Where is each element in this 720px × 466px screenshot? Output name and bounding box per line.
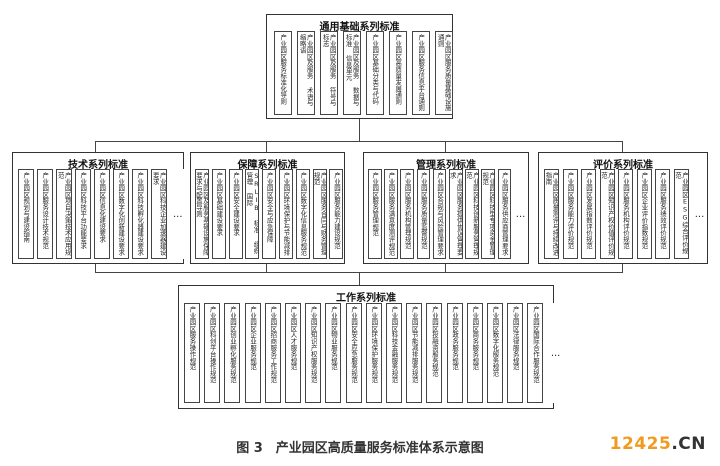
standard-item: 产业园区国际合作服务规范 [527,303,544,403]
figure-caption: 图 3 产业园区高质量服务标准体系示意图 [236,441,484,456]
standard-item: 产业园区科技孵化器建设要求 [132,169,148,259]
standard-item: 产业园区及服务 数据与标准 信息单元 [343,31,361,115]
connector-management-down [445,264,446,273]
standard-item: 产业园区法律服务规范 [507,303,524,403]
connector-evaluation [622,141,623,152]
connector-work [359,272,360,285]
standard-item: 产业园区科技型专项资金管理规范 [481,169,495,259]
standard-item: 产业园区服务满意度测评规范 [384,169,398,259]
standard-item: 产业园区投融资服务规范 [426,303,443,403]
group-title-management: 管理系列标准 [416,160,476,171]
more-items-ellipsis: ... [692,169,707,259]
standard-item: 产业园区节能减排服务规范 [406,303,423,403]
group-general-foundation: 通用基础系列标准 产业园区服务标准化导则产业园区及服务 术语与缩略语产业园区及服… [266,14,453,119]
standard-item: 产业园区数字化服务规范 [487,303,503,403]
standard-item: 产业园区服务提供协议管理要求 [449,169,463,259]
standard-item: 产业园区质量测评与持续改进指南 [544,169,559,259]
standard-item: 产业园区基础建设要求 [211,169,226,259]
standard-item: 产业园区环境保护服务规范 [365,303,382,403]
standard-item: 产业园区服务操作规范 [184,303,200,403]
standard-item: 产业园区基础分类与代码 [366,31,384,115]
more-items-ellipsis: ... [513,169,528,259]
more-items-ellipsis: ... [547,303,564,403]
standard-item: 产业园区安全与应急保障 [262,169,277,259]
connector-guarantee-down [266,264,267,273]
standard-item: 产业园区服务供应商管理要求 [497,169,512,259]
standard-item: 产业园区知识产权服务规范 [305,303,322,403]
group-evaluation: 评价系列标准 产业园区质量测评与持续改进指南产业园区服务能力评价规范产业园区发展… [538,152,708,264]
standard-item: 产业园区安全建设要求 [228,169,243,259]
watermark-domain: .CN [671,434,706,454]
standard-item: 产业园区创业孵化服务规范 [224,303,241,403]
standard-item: 产业园区人才服务规范 [285,303,301,403]
group-title-general-foundation: 通用基础系列标准 [319,22,400,33]
connector-guarantee [266,141,267,152]
connector-tech-down [95,264,96,273]
standard-item: 产业园区服务设计技术规范 [37,169,53,259]
connector-management [445,141,446,152]
watermark-number: 12425 [609,434,672,454]
standard-item: 产业园区科技创新服务管理规范 [465,169,479,259]
group-title-guarantee: 保障系列标准 [237,160,298,171]
standard-item: 产业园区及服务 符号与标志 [320,31,338,115]
standard-item: 产业园区科技平台功能要求 [75,169,91,259]
group-title-technology: 技术系列标准 [68,160,128,171]
standard-item: 产业园区服务机构评价规范 [618,169,633,259]
standard-item: 产业园区服务质量基础设施通则 [435,31,453,115]
standard-item: 产业园区商务服务规范 [466,303,483,403]
group-title-work: 工作系列标准 [336,293,396,304]
standard-item: 产业园区服务绩效评价规范 [655,169,670,259]
connector-tech [95,141,96,152]
standard-item: 产业园区信息化建设要求 [94,169,110,259]
standard-item: 产业园区服务能力评价规范 [562,169,578,259]
group-technology: 技术系列标准 产业园区规划与建设指南产业园区服务设计技术规范产业园区项目决策技术… [12,152,186,264]
standard-item: 产业园区服务能力建设规范 [329,169,344,259]
standard-item: 产业园区数字化信息服务规范 [295,169,310,259]
standard-item: 产业园区环境保护与节能减排 [279,169,293,259]
standard-item: SRLIB 标准 组织管理 国际 [245,169,260,259]
standard-item: 产业园区及服务基础设施保障要求与配置导则 [195,169,209,259]
standard-item: 产业园区服务标准化导则 [274,31,292,115]
connector-top-stem [359,119,360,141]
standard-item: 产业园区规划与建设指南 [18,169,34,259]
standard-item: 产业园区服务信息平台通则 [412,31,430,115]
standard-item: 产业园区安全应急服务规范 [345,303,362,403]
standard-item: 产业园区政务服务规范 [446,303,463,403]
more-items-ellipsis: ... [170,169,186,259]
group-management: 管理系列标准 产业园区服务管理规范产业园区服务满意度测评规范产业园区服务机构管理… [363,152,529,264]
standard-item: 产业园区高质量发展通则 [389,31,407,115]
standard-item: 产业园区科技企业加速器建设要求 [151,169,167,259]
standard-item: 产业园区发展指数评价规范 [581,169,596,259]
standard-item: 产业园区数字化创新建设要求 [113,169,129,259]
standard-item: 产业园区服务管理规范 [368,169,382,259]
connector-horizontal-bus [95,141,623,142]
standard-item: 产业园区科技金融服务规范 [386,303,402,403]
standard-item: 产业园区知识产权价值评价规范 [599,169,615,259]
standard-item: 产业园区企业服务规范 [244,303,261,403]
standard-item: 产业园区合规与风险管理要求 [432,169,447,259]
group-guarantee: 保障系列标准 产业园区及服务基础设施保障要求与配置导则产业园区基础建设要求产业园… [190,152,345,264]
site-watermark: 12425.CN [610,434,706,454]
standard-item: 产业园区服务机构管理规范 [400,169,414,259]
standard-item: 产业园区物业服务规范 [325,303,342,403]
group-work: 工作系列标准 产业园区服务操作规范产业园区科创平台操作规范产业园区创业孵化服务规… [178,285,564,409]
standard-item: 产业园区项目决策技术应用规范 [56,169,72,259]
standard-item: 产业园区招商服务工作规范 [264,303,281,403]
standard-item: 产业园区服务质量监督规范 [416,169,431,259]
standard-item: 产业园区ESG综合评价规范 [673,169,689,259]
standard-item: 产业园区及服务 术语与缩略语 [297,31,315,115]
standard-item: 产业园区服务合同与财务管理规范 [312,169,327,259]
standard-item: 产业园区科创平台操作规范 [204,303,221,403]
standard-item: 产业园区企业评价指数规范 [636,169,652,259]
group-title-evaluation: 评价系列标准 [593,160,653,171]
connector-evaluation-down [622,264,623,273]
